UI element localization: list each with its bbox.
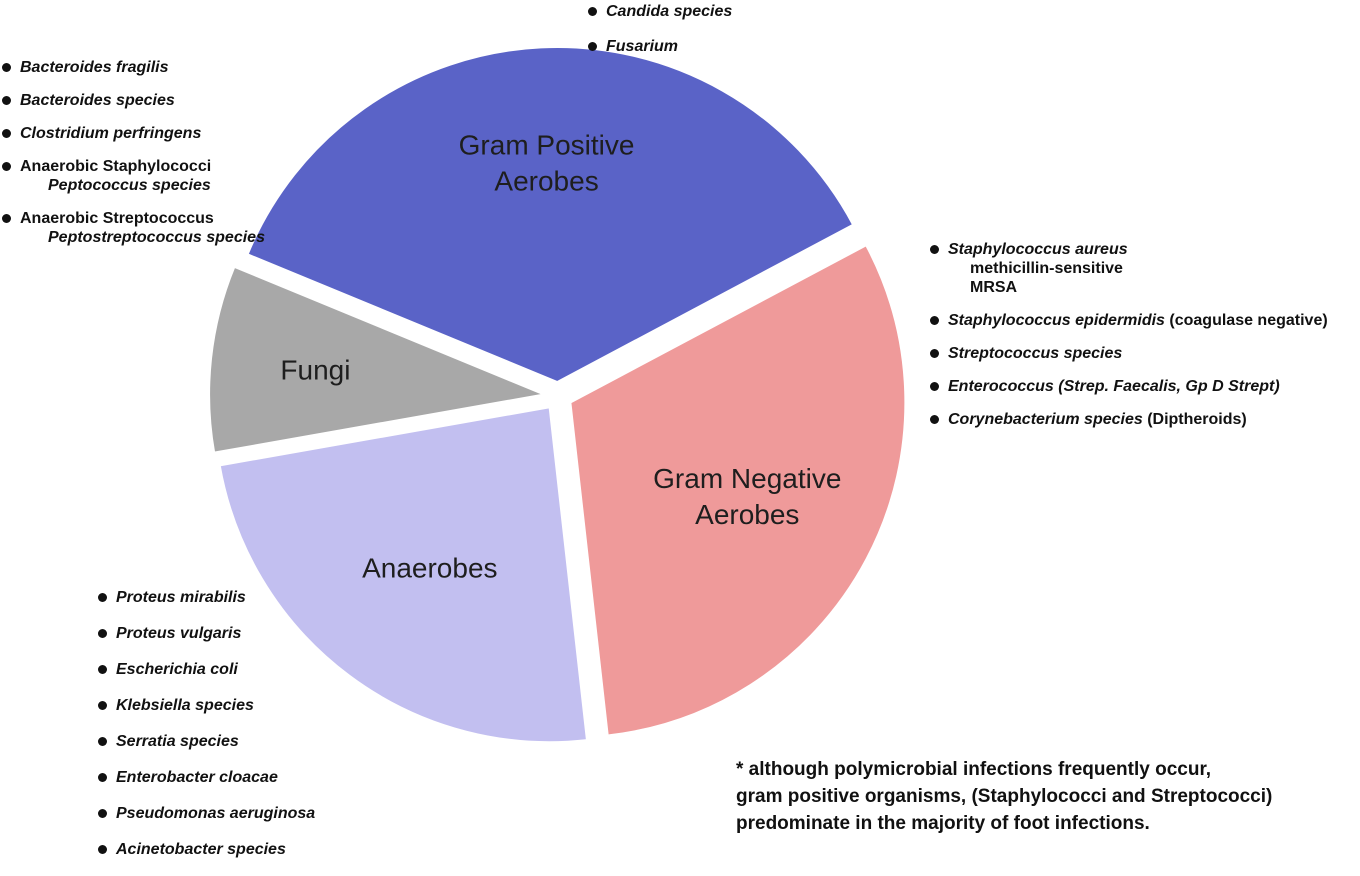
- list-item: Anaerobic Staphylococci Peptococcus spec…: [2, 157, 265, 195]
- list-item: Enterobacter cloacae: [98, 768, 315, 787]
- list-subitem: MRSA: [970, 279, 1018, 296]
- list-item: Serratia species: [98, 732, 315, 751]
- pie-slice: [218, 406, 589, 744]
- list-item: Staphylococcus epidermidis (coagulase ne…: [930, 311, 1328, 330]
- list-item: Proteus mirabilis: [98, 588, 315, 607]
- pie-slice: [569, 243, 907, 737]
- gram-negative-species-list: Proteus mirabilis Proteus vulgaris Esche…: [98, 588, 315, 876]
- list-item: Bacteroides species: [2, 91, 265, 110]
- list-item: Anaerobic Streptococcus Peptostreptococc…: [2, 209, 265, 247]
- list-item: Acinetobacter species: [98, 840, 315, 859]
- list-item: Clostridium perfringens: [2, 124, 265, 143]
- pie-slice: [208, 265, 548, 454]
- list-item: Klebsiella species: [98, 696, 315, 715]
- list-subitem: methicillin-sensitive: [970, 260, 1123, 277]
- list-item: Escherichia coli: [98, 660, 315, 679]
- pie-slices: [208, 46, 907, 744]
- list-item: Proteus vulgaris: [98, 624, 315, 643]
- list-item: Fusarium: [588, 37, 732, 56]
- pie-slice-label: Anaerobes: [362, 552, 497, 583]
- footnote-line: gram positive organisms, (Staphylococci …: [736, 786, 1273, 807]
- list-item: Bacteroides fragilis: [2, 58, 265, 77]
- footnote: * although polymicrobial infections freq…: [736, 756, 1272, 837]
- pie-slice-label: Fungi: [280, 355, 350, 386]
- anaerobes-species-list: Bacteroides fragilis Bacteroides species…: [2, 58, 265, 261]
- list-item: Corynebacterium species (Diptheroids): [930, 410, 1328, 429]
- pie-slice: [246, 46, 855, 384]
- list-subitem: Peptostreptococcus species: [48, 229, 265, 246]
- list-item: Pseudomonas aeruginosa: [98, 804, 315, 823]
- list-subitem: Peptococcus species: [48, 177, 211, 194]
- list-item: Candida species: [588, 2, 732, 21]
- gram-positive-species-list: Staphylococcus aureus methicillin-sensit…: [930, 240, 1328, 443]
- fungi-species-list: Candida species Fusarium: [588, 2, 732, 72]
- footnote-line: * although polymicrobial infections freq…: [736, 759, 1212, 780]
- footnote-line: predominate in the majority of foot infe…: [736, 813, 1150, 834]
- list-item: Enterococcus (Strep. Faecalis, Gp D Stre…: [930, 377, 1328, 396]
- list-item: Streptococcus species: [930, 344, 1328, 363]
- list-item: Staphylococcus aureus methicillin-sensit…: [930, 240, 1328, 297]
